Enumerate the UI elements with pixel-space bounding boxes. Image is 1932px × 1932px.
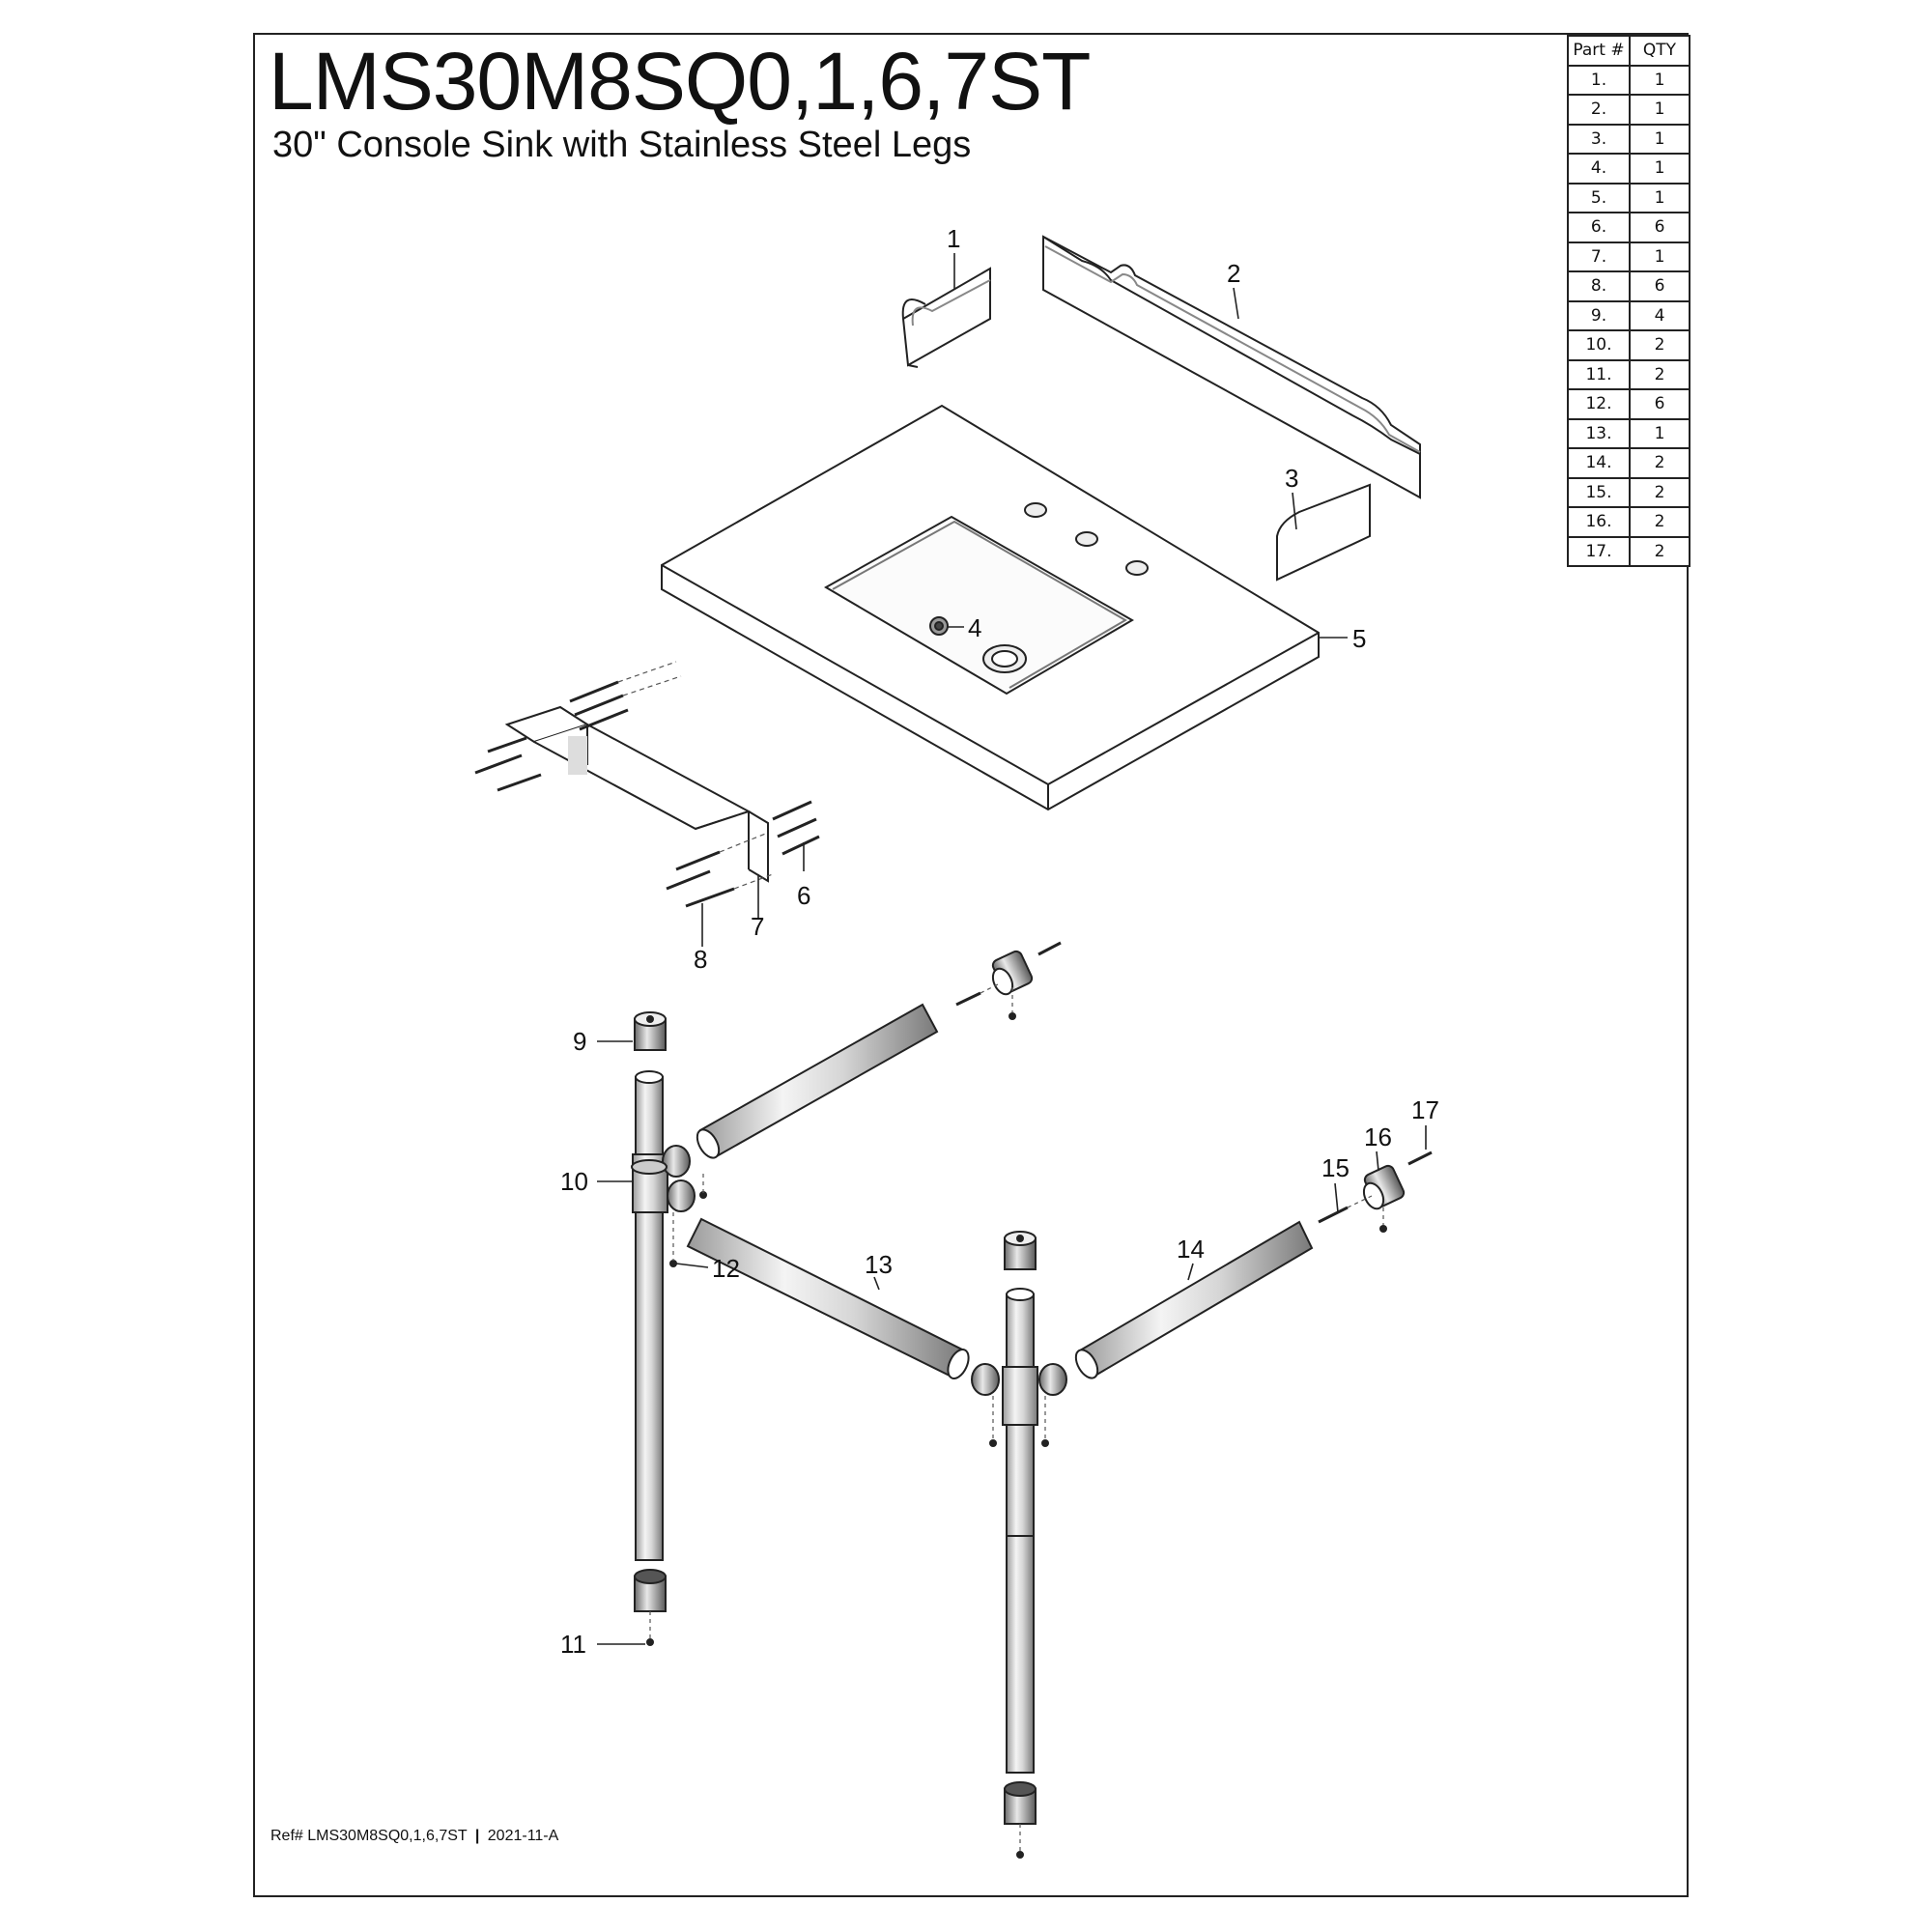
drawing-border (253, 33, 1689, 1897)
callout-9: 9 (573, 1027, 586, 1056)
backsplash (1042, 235, 1421, 499)
table-row: 5.1 (1567, 182, 1690, 213)
center-leg (971, 1288, 1067, 1774)
table-row: 1.1 (1567, 64, 1690, 96)
callout-7: 7 (751, 912, 764, 941)
set-screw-guides (649, 982, 1384, 1852)
header-qty: QTY (1629, 35, 1690, 67)
part-qty: 1 (1629, 153, 1690, 185)
part-number: 4. (1567, 153, 1631, 185)
bracket-screws (474, 680, 820, 908)
callout-15: 15 (1321, 1153, 1350, 1182)
part-qty: 2 (1629, 506, 1690, 538)
wall-flange-right (1362, 1164, 1406, 1210)
part-qty: 6 (1629, 212, 1690, 243)
callout-12: 12 (712, 1254, 740, 1283)
part-qty: 1 (1629, 123, 1690, 155)
part-qty: 2 (1629, 358, 1690, 390)
part-qty: 6 (1629, 270, 1690, 302)
footer-ref: Ref# LMS30M8SQ0,1,6,7ST (270, 1828, 468, 1844)
callout-13: 13 (865, 1250, 893, 1279)
fasteners (955, 941, 1433, 1224)
table-row: 15.2 (1567, 476, 1690, 508)
part-qty: 2 (1629, 329, 1690, 361)
callout-2: 2 (1227, 259, 1240, 288)
page-subtitle: 30" Console Sink with Stainless Steel Le… (272, 125, 972, 165)
table-row: 16.2 (1567, 506, 1690, 538)
screw-guide-lines (617, 661, 774, 890)
table-row: 13.1 (1567, 417, 1690, 449)
callout-10: 10 (560, 1167, 588, 1196)
set-screws (669, 1012, 1387, 1447)
callout-11: 11 (560, 1630, 586, 1659)
part-qty: 1 (1629, 64, 1690, 96)
wall-flange-back (991, 950, 1034, 996)
back-cross-pipe (696, 1003, 939, 1159)
part-number: 3. (1567, 123, 1631, 155)
callout-8: 8 (694, 945, 707, 974)
part-qty: 6 (1629, 388, 1690, 420)
center-leg-top-cap (1004, 1231, 1037, 1270)
callout-5: 5 (1352, 624, 1366, 653)
part-qty: 2 (1629, 447, 1690, 479)
part-number: 14. (1567, 447, 1631, 479)
parts-table: Part # QTY 1.1 2.1 3.1 4.1 5.1 6.6 7.1 8… (1567, 35, 1690, 567)
side-rail-pipe (686, 1217, 970, 1379)
front-rail-pipe (1074, 1220, 1314, 1379)
part-number: 2. (1567, 94, 1631, 126)
part-qty: 1 (1629, 241, 1690, 272)
callout-leaders (597, 253, 1427, 1645)
table-row: 11.2 (1567, 358, 1690, 390)
part-qty: 2 (1629, 535, 1690, 567)
footer-revision: 2021-11-A (487, 1828, 559, 1844)
table-row: 14.2 (1567, 447, 1690, 479)
center-leg-foot (1004, 1781, 1037, 1859)
left-leg-foot (634, 1569, 667, 1646)
right-sidesplash (1276, 483, 1371, 582)
table-row: 7.1 (1567, 241, 1690, 272)
table-row: 17.2 (1567, 535, 1690, 567)
callout-4: 4 (968, 613, 981, 642)
leg-top-cap (634, 1011, 667, 1051)
part-qty: 1 (1629, 182, 1690, 213)
table-row: 3.1 (1567, 123, 1690, 155)
footer-reference: Ref# LMS30M8SQ0,1,6,7ST | 2021-11-A (270, 1828, 558, 1845)
callout-3: 3 (1285, 464, 1298, 493)
table-row: 2.1 (1567, 94, 1690, 126)
page-title: LMS30M8SQ0,1,6,7ST (269, 36, 1091, 127)
part-number: 6. (1567, 212, 1631, 243)
part-number: 13. (1567, 417, 1631, 449)
table-row: 12.6 (1567, 388, 1690, 420)
callout-6: 6 (797, 881, 810, 910)
callout-16: 16 (1364, 1122, 1392, 1151)
part-number: 5. (1567, 182, 1631, 213)
callout-14: 14 (1177, 1235, 1205, 1264)
left-leg (631, 1070, 696, 1561)
part-number: 17. (1567, 535, 1631, 567)
table-row: 6.6 (1567, 212, 1690, 243)
left-sidesplash (901, 267, 991, 368)
callout-1: 1 (947, 224, 960, 253)
mounting-bracket (504, 705, 769, 883)
part-qty: 2 (1629, 476, 1690, 508)
part-number: 11. (1567, 358, 1631, 390)
footer-separator: | (474, 1828, 480, 1844)
part-number: 15. (1567, 476, 1631, 508)
vanity-top (661, 404, 1320, 811)
part-number: 7. (1567, 241, 1631, 272)
callout-labels: 1 2 3 4 5 6 7 8 9 10 11 12 13 14 15 16 1… (560, 224, 1439, 1659)
callout-17: 17 (1411, 1095, 1439, 1124)
table-row: 4.1 (1567, 153, 1690, 185)
part-qty: 1 (1629, 417, 1690, 449)
